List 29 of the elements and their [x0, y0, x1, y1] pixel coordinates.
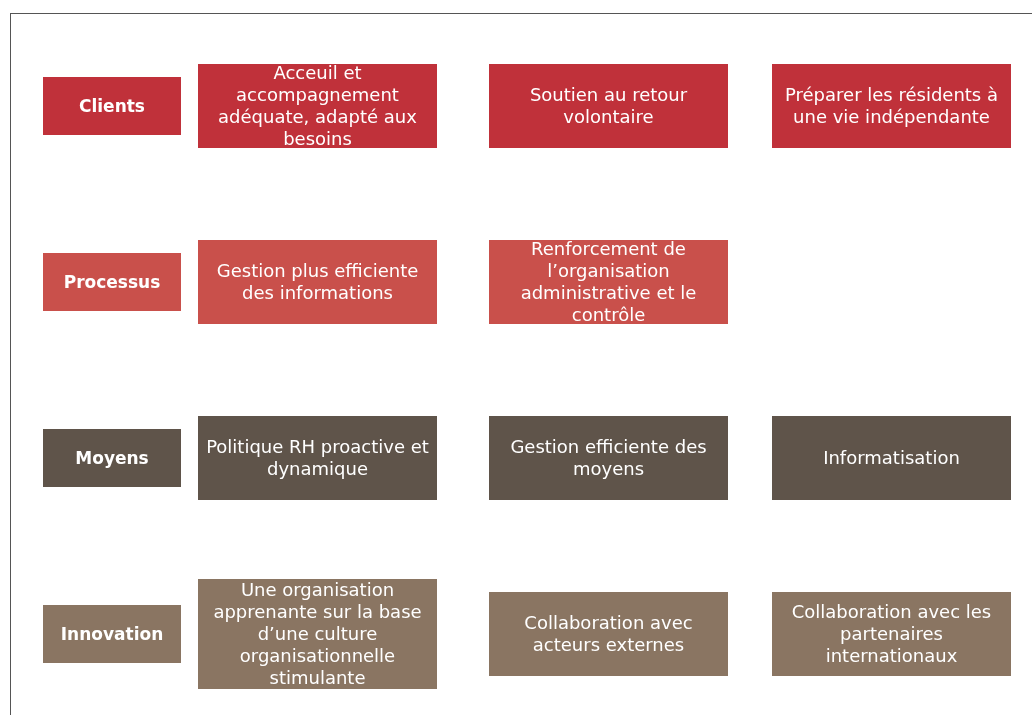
objective-box: [198, 416, 437, 500]
objective-text: Politique RH proactive et dynamique: [205, 436, 430, 480]
objective-text: Une organisation apprenante sur la base d’une culture organisationnelle stimulante: [212, 579, 423, 689]
row-header-box: [43, 77, 181, 135]
objective-text: Soutien au retour volontaire: [528, 84, 689, 128]
row-header-box: [43, 605, 181, 663]
objective-box: [489, 240, 728, 324]
row-title: Innovation: [60, 623, 164, 645]
objective-box: [198, 240, 437, 324]
objective-text: Informatisation: [823, 447, 960, 469]
objective-box: [489, 64, 728, 148]
objective-text: Gestion efficiente des moyens: [509, 436, 708, 480]
row-title: Moyens: [75, 447, 149, 469]
row-header-box: [43, 429, 181, 487]
objective-text: Gestion plus efficiente des informations: [215, 260, 420, 304]
row-title: Processus: [63, 271, 161, 293]
row-header-box: [43, 253, 181, 311]
objective-text: Acceuil et accompagnement adéquate, adapté aux besoins: [217, 62, 418, 150]
objective-box: [489, 592, 728, 676]
objective-box: [772, 64, 1011, 148]
objective-box: [198, 64, 437, 148]
objective-text: Préparer les résidents à une vie indépendante: [784, 84, 999, 128]
objective-text: Renforcement de l’organisation administrative et le contrôle: [519, 238, 698, 326]
row-title: Clients: [79, 95, 145, 117]
objective-text: Collaboration avec acteurs externes: [523, 612, 694, 656]
objective-box: [772, 416, 1011, 500]
objective-text: Collaboration avec les partenaires internationaux: [790, 601, 993, 667]
objective-box: [489, 416, 728, 500]
objective-box: [772, 592, 1011, 676]
